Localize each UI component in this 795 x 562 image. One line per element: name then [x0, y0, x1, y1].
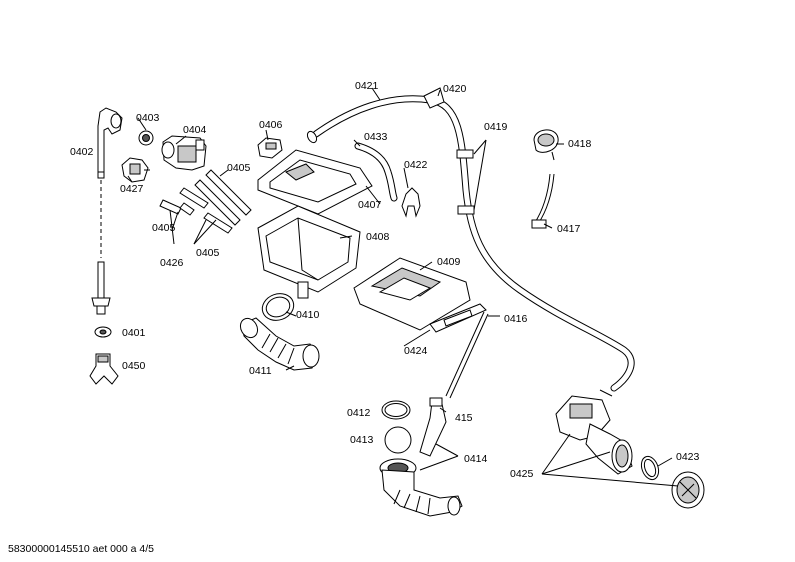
label-0405-top: 0405	[227, 162, 251, 174]
label-0410: 0410	[296, 309, 320, 321]
label-0426: 0426	[160, 257, 184, 269]
label-0416: 0416	[504, 313, 528, 325]
label-415: 415	[455, 412, 473, 424]
ring-0423	[640, 455, 660, 481]
label-0423: 0423	[676, 451, 700, 463]
sump-hose-0414	[379, 458, 463, 517]
label-0406: 0406	[259, 119, 283, 131]
seal-ring-0403	[138, 130, 154, 146]
label-0421: 0421	[355, 80, 379, 92]
drawer-handle-0424	[429, 303, 487, 333]
label-0417: 0417	[557, 223, 581, 235]
main-hose-0421	[306, 95, 635, 392]
pressure-switch-0418	[533, 129, 559, 161]
part-labels: 0402 0403 0404 0427 0405 0405 0405 0426 …	[70, 80, 700, 480]
label-0414: 0414	[464, 453, 488, 465]
pressure-tube-0417	[531, 173, 555, 229]
label-0401: 0401	[122, 327, 146, 339]
gasket-0410	[261, 293, 295, 321]
label-0407: 0407	[358, 199, 382, 211]
label-0405-bottom: 0405	[196, 247, 220, 259]
tray-frame-0408	[257, 149, 373, 215]
connector-0450	[89, 353, 119, 385]
detergent-drawer-0409	[353, 257, 471, 331]
label-0425: 0425	[510, 468, 534, 480]
label-0403: 0403	[136, 112, 160, 124]
label-0411: 0411	[249, 365, 272, 377]
label-0409: 0409	[437, 256, 461, 268]
label-0450: 0450	[122, 360, 146, 372]
inlet-hose-elbow-0402	[91, 107, 123, 315]
label-0424: 0424	[404, 345, 428, 357]
label-0419: 0419	[484, 121, 508, 133]
label-0413: 0413	[350, 434, 374, 446]
seal-0401	[94, 326, 112, 338]
label-0402: 0402	[70, 146, 94, 158]
hose-0433	[354, 142, 398, 202]
label-0405-left: 0405	[152, 222, 176, 234]
filter-cap-0423	[671, 471, 705, 509]
label-0404: 0404	[183, 124, 207, 136]
footer-reference: 58300000145510 aet 000 a 4/5	[8, 543, 154, 555]
leader-lines	[127, 87, 679, 487]
rod-0416	[445, 311, 489, 399]
label-0412: 0412	[347, 407, 371, 419]
cover-0406	[257, 137, 283, 159]
label-0418: 0418	[568, 138, 592, 150]
label-0433: 0433	[364, 131, 388, 143]
valve-small-0427	[121, 157, 150, 183]
label-0422: 0422	[404, 159, 428, 171]
pump-0425	[555, 389, 633, 475]
label-0427: 0427	[120, 183, 144, 195]
drawer-housing-0408	[257, 205, 361, 299]
heater-rod-415	[419, 397, 447, 457]
bellows-hose-0411	[239, 317, 320, 371]
label-0420: 0420	[443, 83, 467, 95]
label-0408: 0408	[366, 231, 390, 243]
hoses-0405	[159, 169, 252, 234]
ball-0413	[384, 426, 412, 454]
clip-0407	[401, 187, 421, 218]
ring-0412	[381, 400, 411, 420]
valve-0404	[161, 135, 207, 171]
